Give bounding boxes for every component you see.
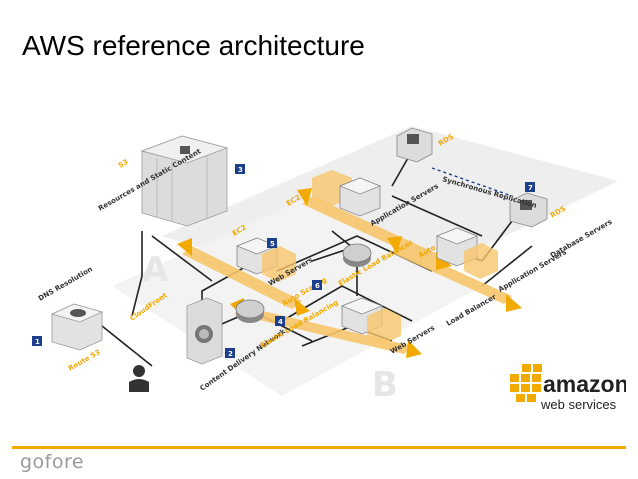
aws-logo: amazon web services: [510, 364, 626, 412]
elb-internal-node: [342, 243, 372, 267]
s3-label: S3: [117, 158, 130, 170]
svg-text:2: 2: [228, 350, 233, 358]
step-badge-7: 7: [525, 182, 535, 192]
app-server-node-2: [435, 227, 498, 279]
route53-label: Route 53: [67, 348, 102, 373]
slide-title: AWS reference architecture: [22, 30, 365, 61]
step-badge-4: 4: [275, 316, 285, 326]
s3-storage-node: [140, 135, 229, 227]
zone-label-b: B: [372, 365, 398, 405]
svg-text:7: 7: [528, 184, 533, 192]
aws-logo-tagline: web services: [540, 397, 617, 412]
footer-divider: [12, 446, 626, 449]
rds-node-2: [509, 192, 548, 228]
step-badge-3: 3: [235, 164, 245, 174]
svg-text:6: 6: [315, 282, 320, 290]
svg-text:4: 4: [278, 318, 283, 326]
zone-label-a: A: [142, 250, 169, 290]
architecture-diagram: A B DNS: [12, 86, 626, 442]
app-server-node-1: [312, 170, 382, 217]
availability-zone-b: [112, 196, 482, 396]
step-badge-1: 1: [32, 336, 42, 346]
replication-arrow: [431, 167, 513, 197]
gofore-logo: gofore: [20, 451, 85, 473]
step-badge-6: 6: [312, 280, 322, 290]
route53-node: [50, 303, 104, 351]
cloudfront-node: [186, 297, 223, 365]
aws-logo-name: amazon: [543, 371, 626, 397]
dns-resolution-label: DNS Resolution: [37, 265, 94, 303]
elb-front-node: [235, 299, 265, 323]
aws-cubes-icon: [510, 364, 542, 402]
user-icon: [129, 365, 149, 392]
step-badge-5: 5: [267, 238, 277, 248]
step-badge-2: 2: [225, 348, 235, 358]
svg-text:5: 5: [270, 240, 275, 248]
rds-node-1: [396, 127, 433, 163]
web-server-node-2: [340, 297, 401, 344]
svg-text:3: 3: [238, 166, 243, 174]
svg-text:1: 1: [35, 338, 40, 346]
db-servers-label: Database Servers: [549, 218, 614, 260]
